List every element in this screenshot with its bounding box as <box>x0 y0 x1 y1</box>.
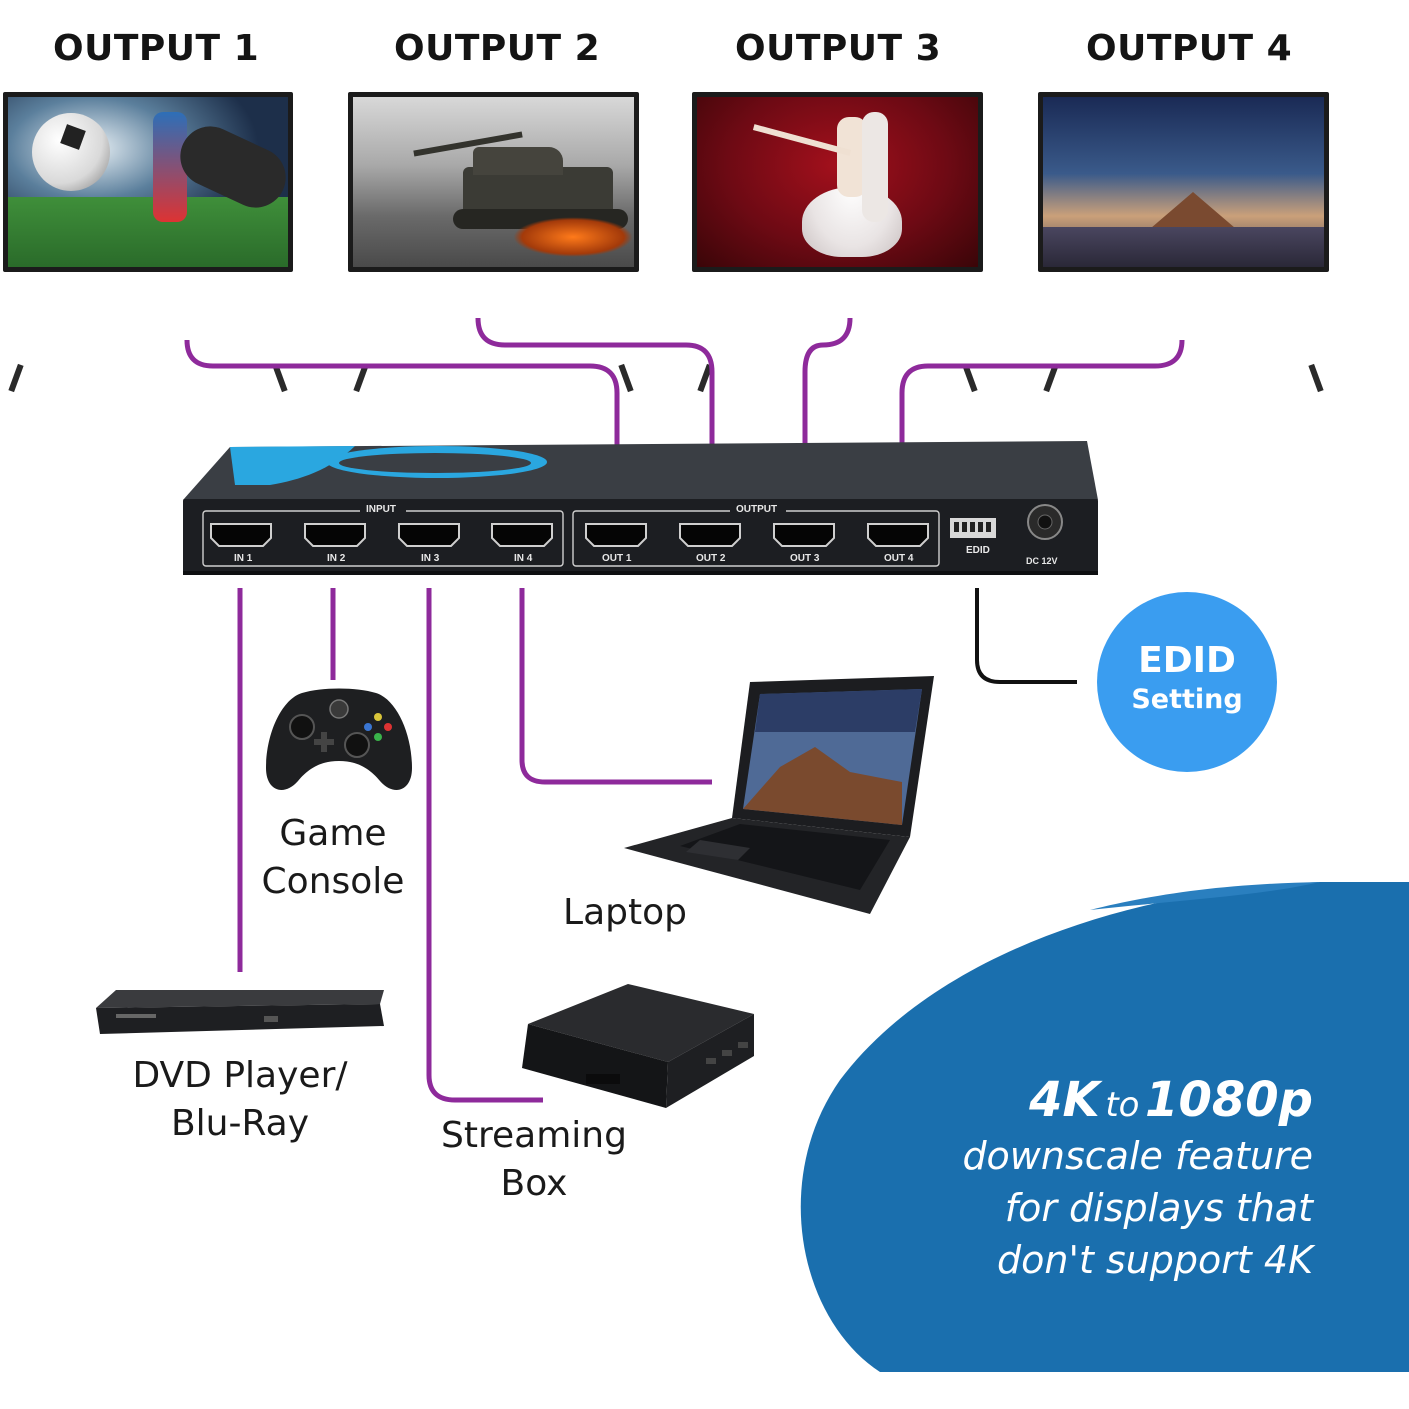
hdmi-port-out2 <box>679 523 741 547</box>
hdmi-port-out3 <box>773 523 835 547</box>
streaming-label-1: Streaming <box>441 1115 627 1156</box>
port-label-out2: OUT 2 <box>696 553 726 564</box>
hdmi-port-in4 <box>491 523 553 547</box>
game-console-label-1: Game <box>279 813 387 854</box>
game-controller-icon <box>266 688 412 790</box>
tv-screen-dancers <box>692 92 983 272</box>
feature-to: to <box>1105 1085 1140 1125</box>
cable-in3 <box>426 588 543 1103</box>
edid-badge-line2: Setting <box>1131 684 1243 715</box>
game-console-label-2: Console <box>261 861 405 902</box>
hdmi-port-in3 <box>398 523 460 547</box>
cable-out4 <box>899 339 1185 500</box>
hdmi-port-out4 <box>867 523 929 547</box>
laptop-label: Laptop <box>563 892 687 933</box>
input-header: INPUT <box>366 504 396 515</box>
feature-1080p: 1080p <box>1145 1072 1313 1128</box>
feature-line-2: downscale feature <box>962 1134 1313 1178</box>
output-header: OUTPUT <box>736 504 778 515</box>
power-label: DC 12V <box>1026 556 1058 566</box>
port-label-in1: IN 1 <box>234 553 253 564</box>
tv-screen-soccer <box>3 92 293 272</box>
hdmi-port-out1 <box>585 523 647 547</box>
feature-headline: 4K to 1080p <box>1029 1072 1313 1128</box>
output-1-label: OUTPUT 1 <box>53 28 260 69</box>
dvd-label-1: DVD Player/ <box>132 1055 348 1096</box>
streaming-box-icon <box>522 984 754 1108</box>
cable-out3 <box>802 317 853 500</box>
output-2-label: OUTPUT 2 <box>394 28 601 69</box>
cable-out1 <box>184 339 620 500</box>
tv-screen-mountain <box>1038 92 1329 272</box>
cable-edid <box>975 588 1077 684</box>
port-label-out3: OUT 3 <box>790 553 820 564</box>
feature-4k: 4K <box>1029 1072 1100 1128</box>
port-label-out4: OUT 4 <box>884 553 914 564</box>
cable-in4 <box>519 588 712 785</box>
laptop-icon <box>624 676 934 914</box>
hdmi-port-in1 <box>210 523 272 547</box>
cable-out2 <box>475 317 715 500</box>
edid-badge-line1: EDID <box>1138 640 1236 681</box>
dvd-player-icon <box>96 990 384 1034</box>
port-label-out1: OUT 1 <box>602 553 632 564</box>
output-4-label: OUTPUT 4 <box>1086 28 1293 69</box>
hdmi-port-in2 <box>304 523 366 547</box>
port-label-in3: IN 3 <box>421 553 440 564</box>
dvd-label-2: Blu-Ray <box>170 1103 310 1144</box>
streaming-label-2: Box <box>500 1163 568 1204</box>
port-label-in4: IN 4 <box>514 553 533 564</box>
output-3-label: OUTPUT 3 <box>735 28 942 69</box>
feature-line-4: don't support 4K <box>997 1238 1313 1282</box>
port-label-in2: IN 2 <box>327 553 346 564</box>
edid-switch-label: EDID <box>966 545 990 556</box>
edid-setting-badge <box>1097 592 1277 772</box>
feature-line-3: for displays that <box>1004 1186 1313 1230</box>
tv-screen-tank <box>348 92 639 272</box>
